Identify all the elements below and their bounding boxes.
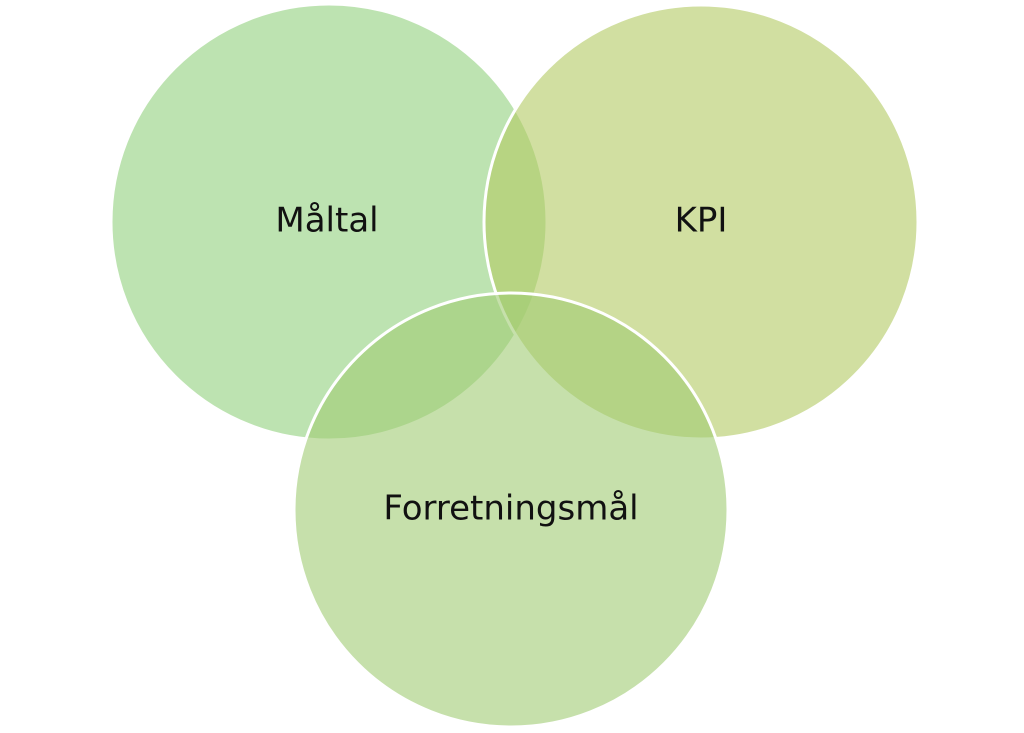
label-maaltal: Måltal xyxy=(275,201,378,241)
label-kpi: KPI xyxy=(675,201,728,241)
circle-forretningsmaal xyxy=(292,291,730,729)
label-forretningsmaal: Forretningsmål xyxy=(383,489,638,529)
